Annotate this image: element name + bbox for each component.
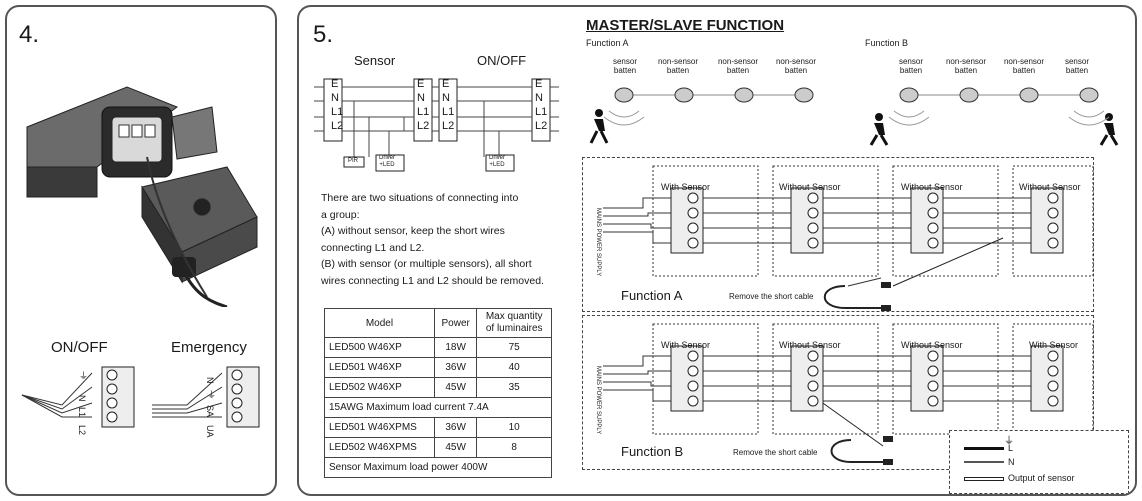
unit-a-3-label: Without Sensor [901, 182, 963, 192]
step-4-panel: 4. ON/OFF Emergency [5, 5, 277, 496]
function-a-label: Function A [621, 288, 683, 303]
cell: 35 [476, 377, 552, 398]
table-row: LED501 W46XP 36W 40 [324, 357, 552, 378]
onoff-wiring-label: ON/OFF [477, 53, 527, 68]
driver-label-b: Driver+LED [489, 155, 505, 168]
function-b-diagram: MAINS POWER SUPPLY With Sensor Without S… [582, 315, 1094, 470]
cell: 36W [433, 417, 478, 438]
luminaire-spec-table: Model Power Max quantity of luminaires L… [324, 308, 552, 478]
unit-b-4-label: With Sensor [1029, 340, 1079, 350]
cell: 36W [433, 357, 478, 378]
legend-output-line [964, 477, 1004, 481]
legend-output-label: Output of sensor [1008, 473, 1075, 483]
terminal-wiring-diagrams [21, 366, 260, 428]
unit-a-2-label: Without Sensor [779, 182, 841, 192]
onoff-terminal-3: L2 [77, 425, 87, 436]
legend-earth-symbol: ⏚ [1004, 436, 1014, 447]
step-5-number: 5. [313, 21, 334, 48]
function-a-diagram: MAINS POWER SUPPLY With Sensor Without S… [582, 157, 1094, 312]
cell: LED500 W46XP [324, 337, 435, 358]
cell: LED502 W46XP [324, 377, 435, 398]
function-b-wiring [603, 323, 1094, 465]
mains-label-b: MAINS POWER SUPPLY [595, 366, 601, 435]
cell: 40 [476, 357, 552, 378]
table-row: LED500 W46XP 18W 75 [324, 337, 552, 358]
col-power: Power [433, 308, 478, 338]
table-note-row: Sensor Maximum load power 400W [324, 457, 552, 478]
emergency-label: Emergency [171, 339, 247, 356]
legend-l-label: L [1008, 443, 1014, 453]
mains-label-a: MAINS POWER SUPPLY [595, 208, 601, 277]
load-current-note: 15AWG Maximum load current 7.4A [324, 397, 552, 418]
emergency-terminal-3: UA [205, 425, 215, 438]
onoff-terminal-2: L1 [77, 407, 87, 418]
cell: 75 [476, 337, 552, 358]
unit-b-1-label: With Sensor [661, 340, 711, 350]
cell: 45W [433, 437, 478, 458]
table-header-row: Model Power Max quantity of luminaires [324, 308, 552, 338]
function-a-wiring [603, 165, 1094, 311]
cell: LED501 W46XP [324, 357, 435, 378]
sensor-load-note: Sensor Maximum load power 400W [324, 457, 552, 478]
cell: 8 [476, 437, 552, 458]
unit-b-2-label: Without Sensor [779, 340, 841, 350]
cell: LED502 W46XPMS [324, 437, 435, 458]
function-b-label: Function B [621, 444, 684, 459]
emergency-terminal-0: N [205, 377, 215, 384]
onoff-label: ON/OFF [51, 339, 108, 356]
function-a-tag: Function A [586, 38, 629, 48]
col-max-qty: Max quantity of luminaires [476, 308, 552, 338]
batten-illustrations [589, 87, 1119, 146]
table-note-row: 15AWG Maximum load current 7.4A [324, 397, 552, 418]
cell: 10 [476, 417, 552, 438]
cell: LED501 W46XPMS [324, 417, 435, 438]
col-model: Model [324, 308, 435, 338]
step-4-number: 4. [19, 21, 40, 48]
table-row: LED501 W46XPMS 36W 10 [324, 417, 552, 438]
legend-l-line [964, 447, 1004, 450]
remove-cable-label-b: Remove the short cable [733, 448, 818, 457]
table-row: LED502 W46XP 45W 35 [324, 377, 552, 398]
unit-a-1-label: With Sensor [661, 182, 711, 192]
fixture-illustration [26, 86, 258, 307]
cell: 45W [433, 377, 478, 398]
pir-label: PIR [348, 158, 359, 164]
cell: 18W [433, 337, 478, 358]
unit-a-4-label: Without Sensor [1019, 182, 1081, 192]
legend-n-line [964, 461, 1004, 463]
driver-label-a: Driver+LED [379, 155, 395, 168]
onoff-terminal-0: ⏚ [78, 371, 88, 380]
legend-n-label: N [1008, 457, 1015, 467]
function-b-tag: Function B [865, 38, 909, 48]
sensor-label: Sensor [354, 53, 396, 68]
master-slave-title: MASTER/SLAVE FUNCTION [586, 17, 785, 34]
emergency-terminal-2: SA [205, 405, 215, 418]
group-connection-description: There are two situations of connecting i… [321, 192, 544, 287]
group-wiring-schematic [314, 78, 559, 172]
wiring-legend: ⏚ L N Output of sensor [949, 430, 1129, 494]
onoff-terminal-1: N [77, 395, 87, 402]
table-row: LED502 W46XPMS 45W 8 [324, 437, 552, 458]
unit-b-3-label: Without Sensor [901, 340, 963, 350]
emergency-terminal-1: ⏚ [206, 390, 216, 399]
remove-cable-label-a: Remove the short cable [729, 292, 814, 301]
